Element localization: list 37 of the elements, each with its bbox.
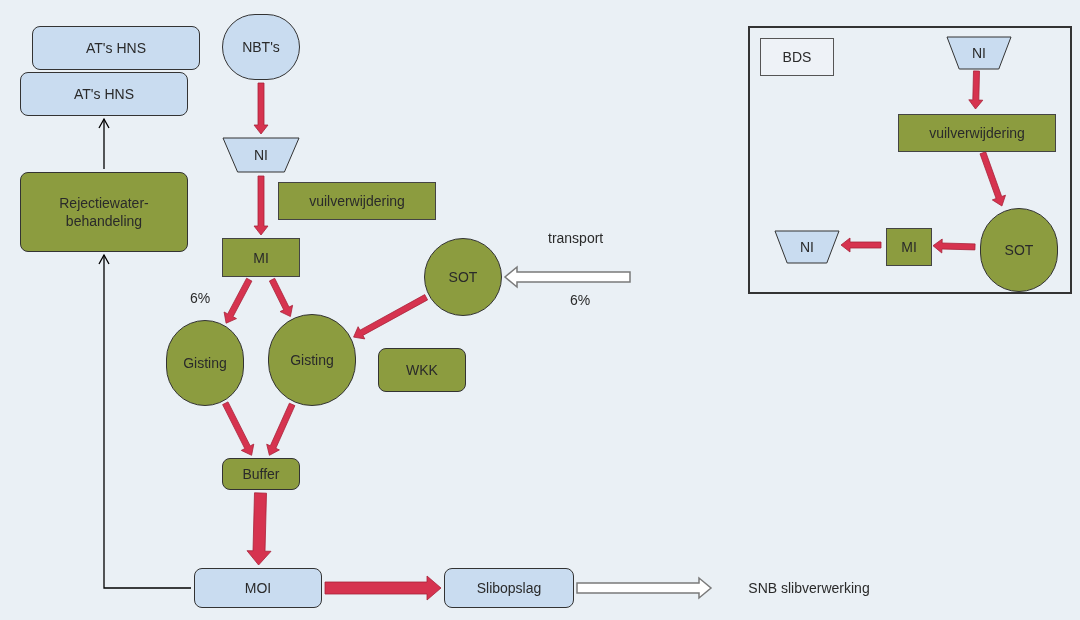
process-box: Rejectiewater- behandeling [20,172,188,252]
flow-label: 6% [570,291,591,310]
process-box: MI [222,238,300,277]
process-box: vuilverwijdering [278,182,436,220]
process-box: AT's HNS [20,72,188,116]
arrow [968,70,984,110]
arrow [269,277,293,317]
process-box: MI [886,228,932,266]
arrow [932,238,976,254]
arrow [246,492,272,566]
arrow [840,237,882,253]
arrow [253,175,269,236]
arrow [979,151,1006,207]
process-box: MOI [194,568,322,608]
arrow [222,401,255,456]
process-box: WKK [378,348,466,392]
arrow [223,277,253,324]
arrow [266,402,296,456]
title-box: BDS [760,38,834,76]
process-box: AT's HNS [32,26,200,70]
group-frame [748,26,1072,294]
process-box: vuilverwijdering [898,114,1056,152]
hopper-trapezoid: NI [946,36,1012,70]
flow-label: transport [548,229,604,248]
process-box: Slibopslag [444,568,574,608]
hopper-trapezoid: NI [774,230,840,264]
connector-arrow [98,118,110,170]
connector-arrow [98,254,192,589]
hopper-trapezoid: NI [222,137,300,173]
output-text: SNB slibverwerking [714,574,904,602]
hollow-arrow [576,576,713,600]
arrow [324,575,442,601]
flow-label: 6% [190,289,211,308]
arrow [253,82,269,135]
arrow [353,294,428,340]
hollow-arrow [503,265,631,289]
process-box: Buffer [222,458,300,490]
